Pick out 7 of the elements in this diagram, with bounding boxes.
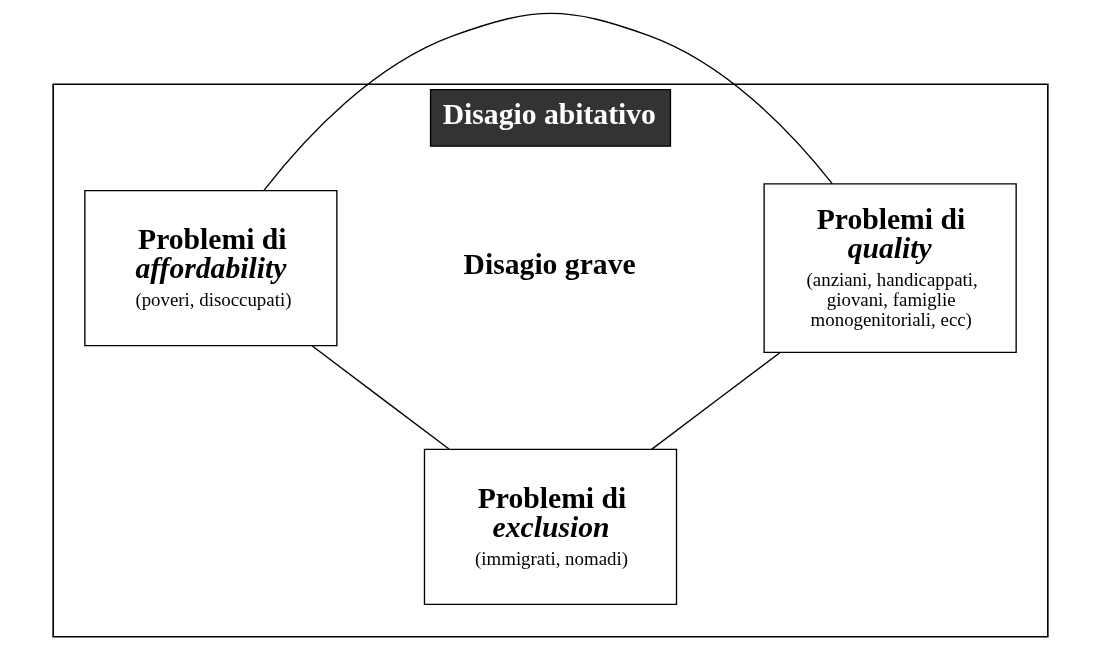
connector (311, 345, 450, 450)
node-box: Problemi di quality (anziani, handicappati, giovani, famiglie monogenitoriali, ecc) (762, 183, 1017, 354)
connector (262, 12, 833, 192)
node-box: Problemi di affordability (poveri, disoccupati) (83, 190, 338, 347)
connector (650, 352, 781, 451)
label: Disagio grave (463, 248, 636, 281)
node-box: Problemi di exclusion (immigrati, nomadi) (423, 448, 677, 606)
